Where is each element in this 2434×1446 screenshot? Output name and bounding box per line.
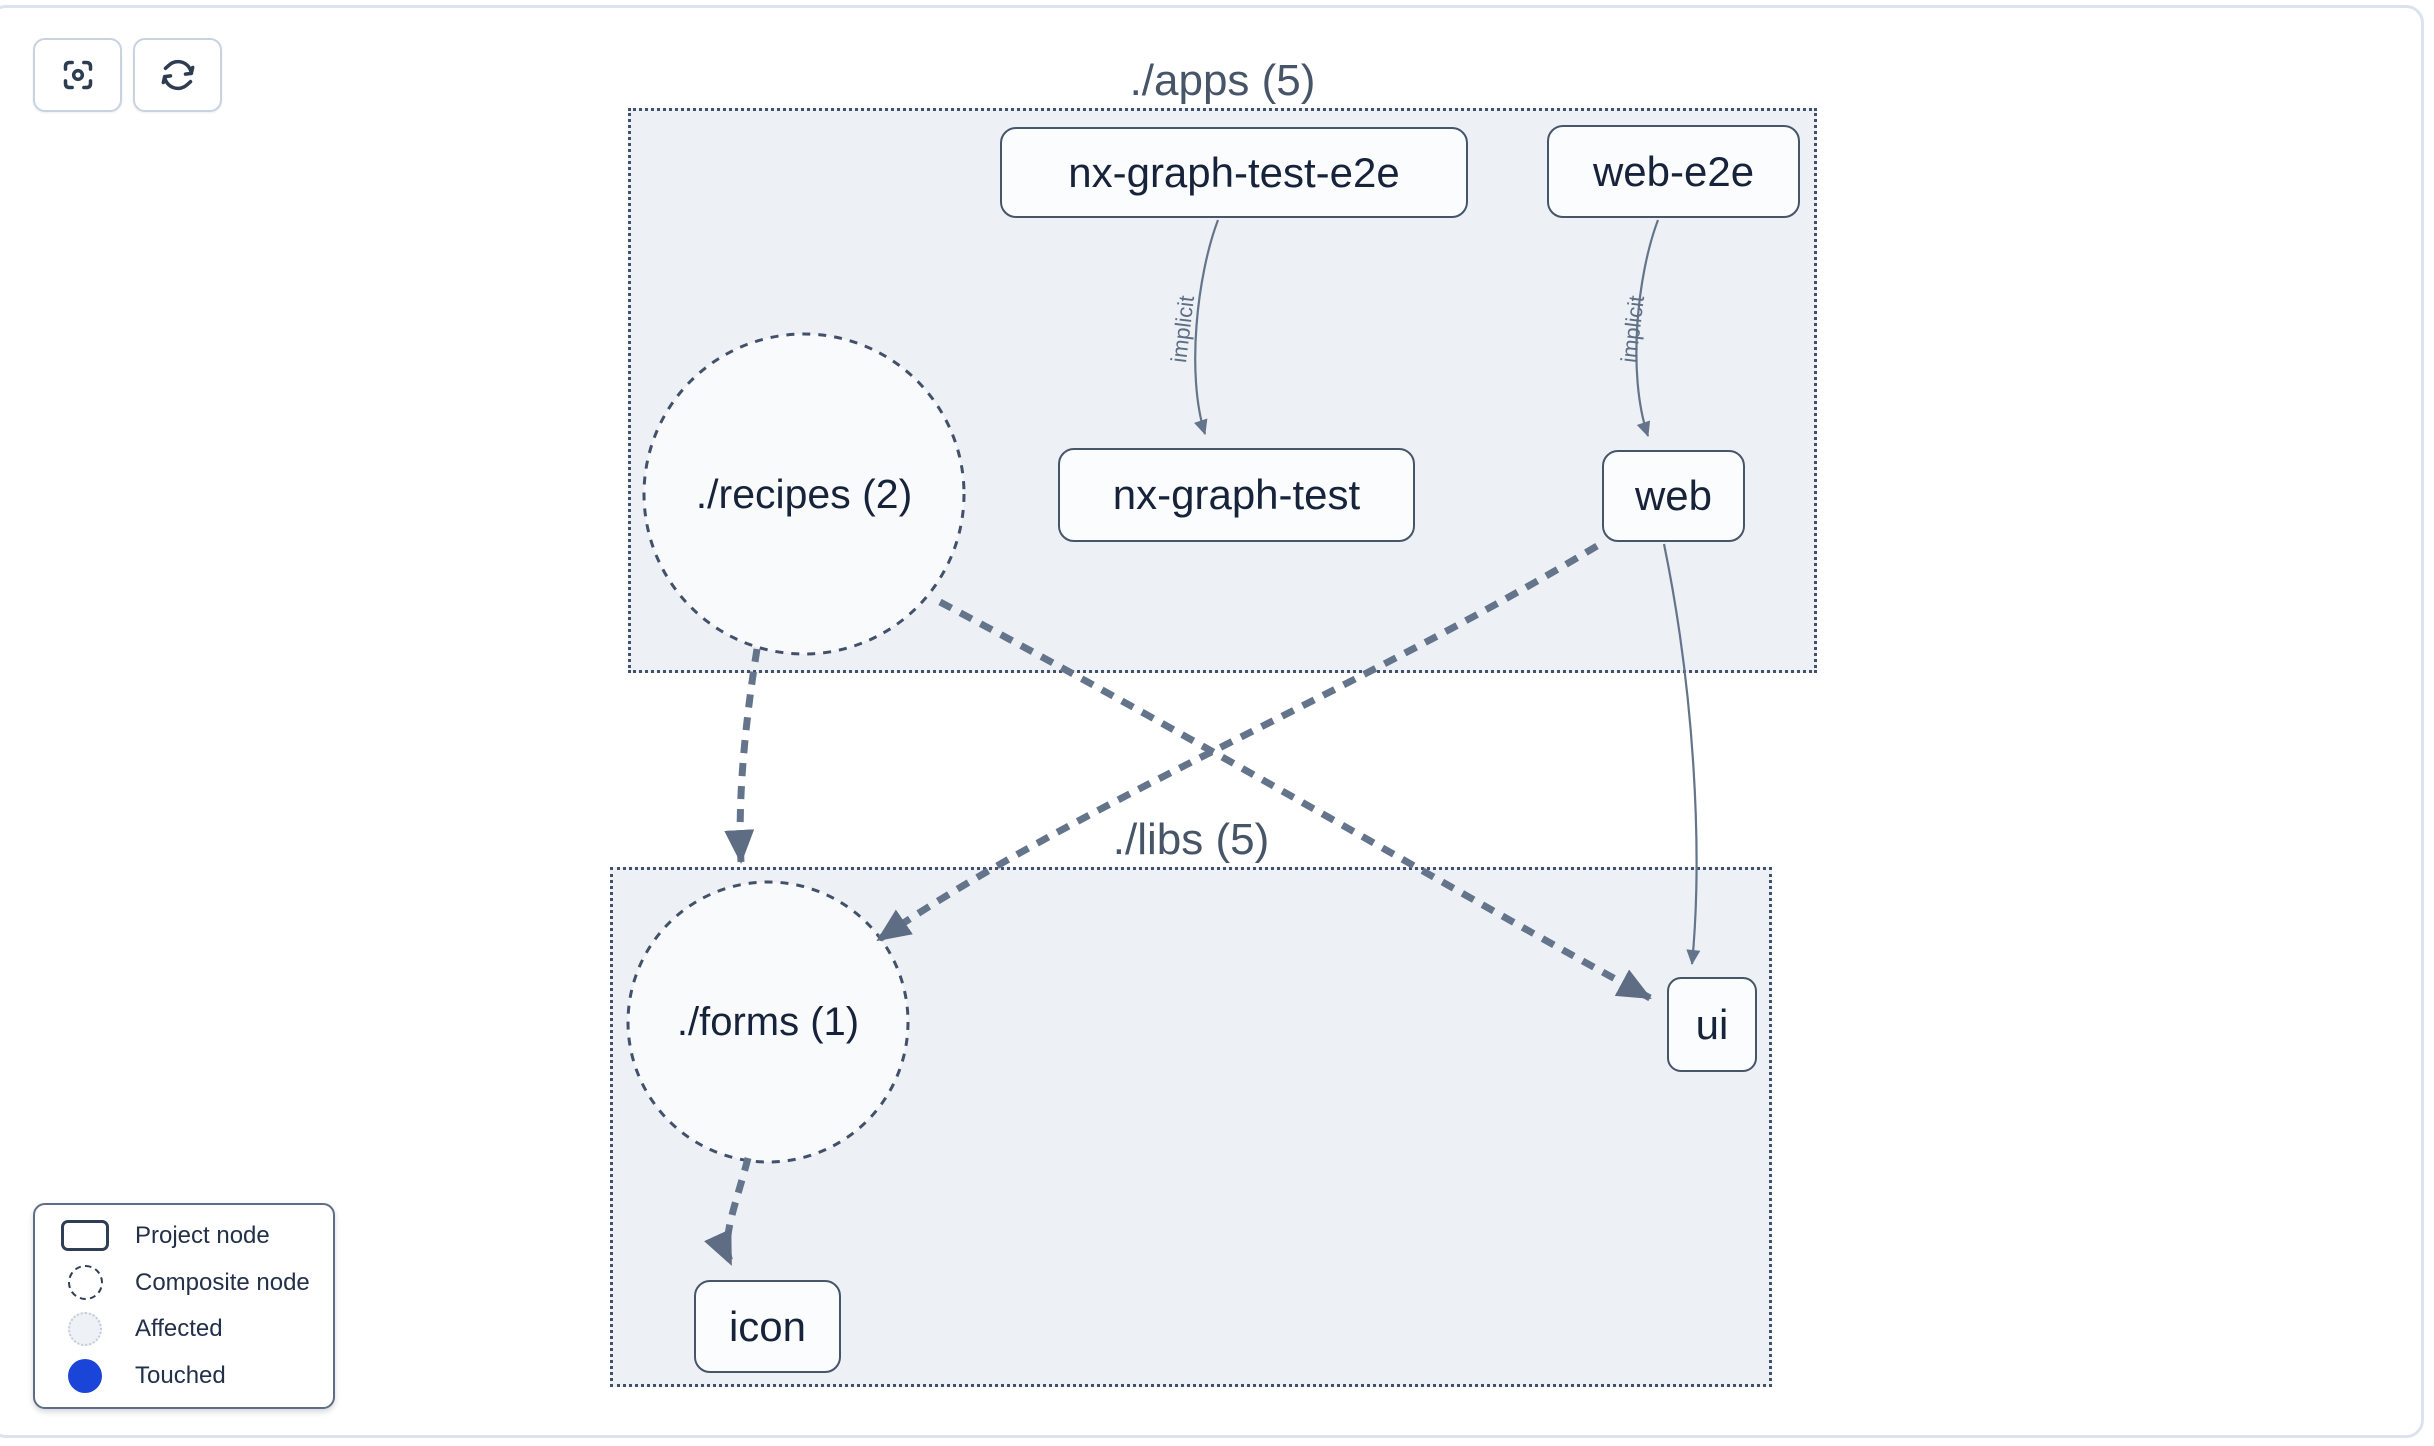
refresh-button[interactable] [133,38,222,112]
edge-label-implicit-2: implicit [1616,294,1649,364]
edge-web-to-ui[interactable] [1662,543,1701,965]
legend-row-affected: Affected [35,1307,333,1351]
edge-recipes-to-ui[interactable] [938,598,1652,1002]
composite-node-forms[interactable] [626,880,910,1164]
edge-nx-graph-test-e2e-to-nx-graph-test[interactable] [1194,219,1220,435]
legend-row-composite-node: Composite node [35,1261,333,1305]
project-node-icon[interactable]: icon [694,1280,841,1373]
legend: Project node Composite node Affected Tou… [33,1203,335,1409]
focus-button[interactable] [33,38,122,112]
project-node-nx-graph-test-e2e[interactable]: nx-graph-test-e2e [1000,127,1468,218]
legend-label: Project node [135,1221,270,1249]
legend-row-touched: Touched [35,1354,333,1398]
refresh-icon [158,55,198,95]
project-node-web-e2e[interactable]: web-e2e [1547,125,1800,218]
project-node-nx-graph-test[interactable]: nx-graph-test [1058,448,1415,542]
edge-recipes-to-forms[interactable] [724,648,761,864]
project-node-web[interactable]: web [1602,450,1745,542]
edge-web-e2e-to-web[interactable] [1635,219,1660,437]
touched-swatch [35,1359,135,1394]
composite-node-swatch [35,1265,135,1301]
affected-swatch [35,1312,135,1347]
project-node-swatch [35,1220,135,1252]
group-title-apps: ./apps (5) [1129,56,1316,105]
edge-forms-to-icon[interactable] [704,1157,752,1266]
legend-row-project-node: Project node [35,1214,333,1258]
legend-label: Touched [135,1362,226,1390]
legend-label: Composite node [135,1268,310,1296]
legend-label: Affected [135,1315,223,1343]
group-title-libs: ./libs (5) [1112,815,1270,864]
composite-node-recipes[interactable] [642,332,966,656]
composite-node-recipes-label[interactable]: ./recipes (2) [695,470,913,517]
edge-web-to-forms[interactable] [876,543,1599,943]
crosshair-focus-icon [58,55,98,95]
composite-node-forms-label[interactable]: ./forms (1) [676,999,860,1044]
project-node-ui[interactable]: ui [1667,977,1757,1072]
